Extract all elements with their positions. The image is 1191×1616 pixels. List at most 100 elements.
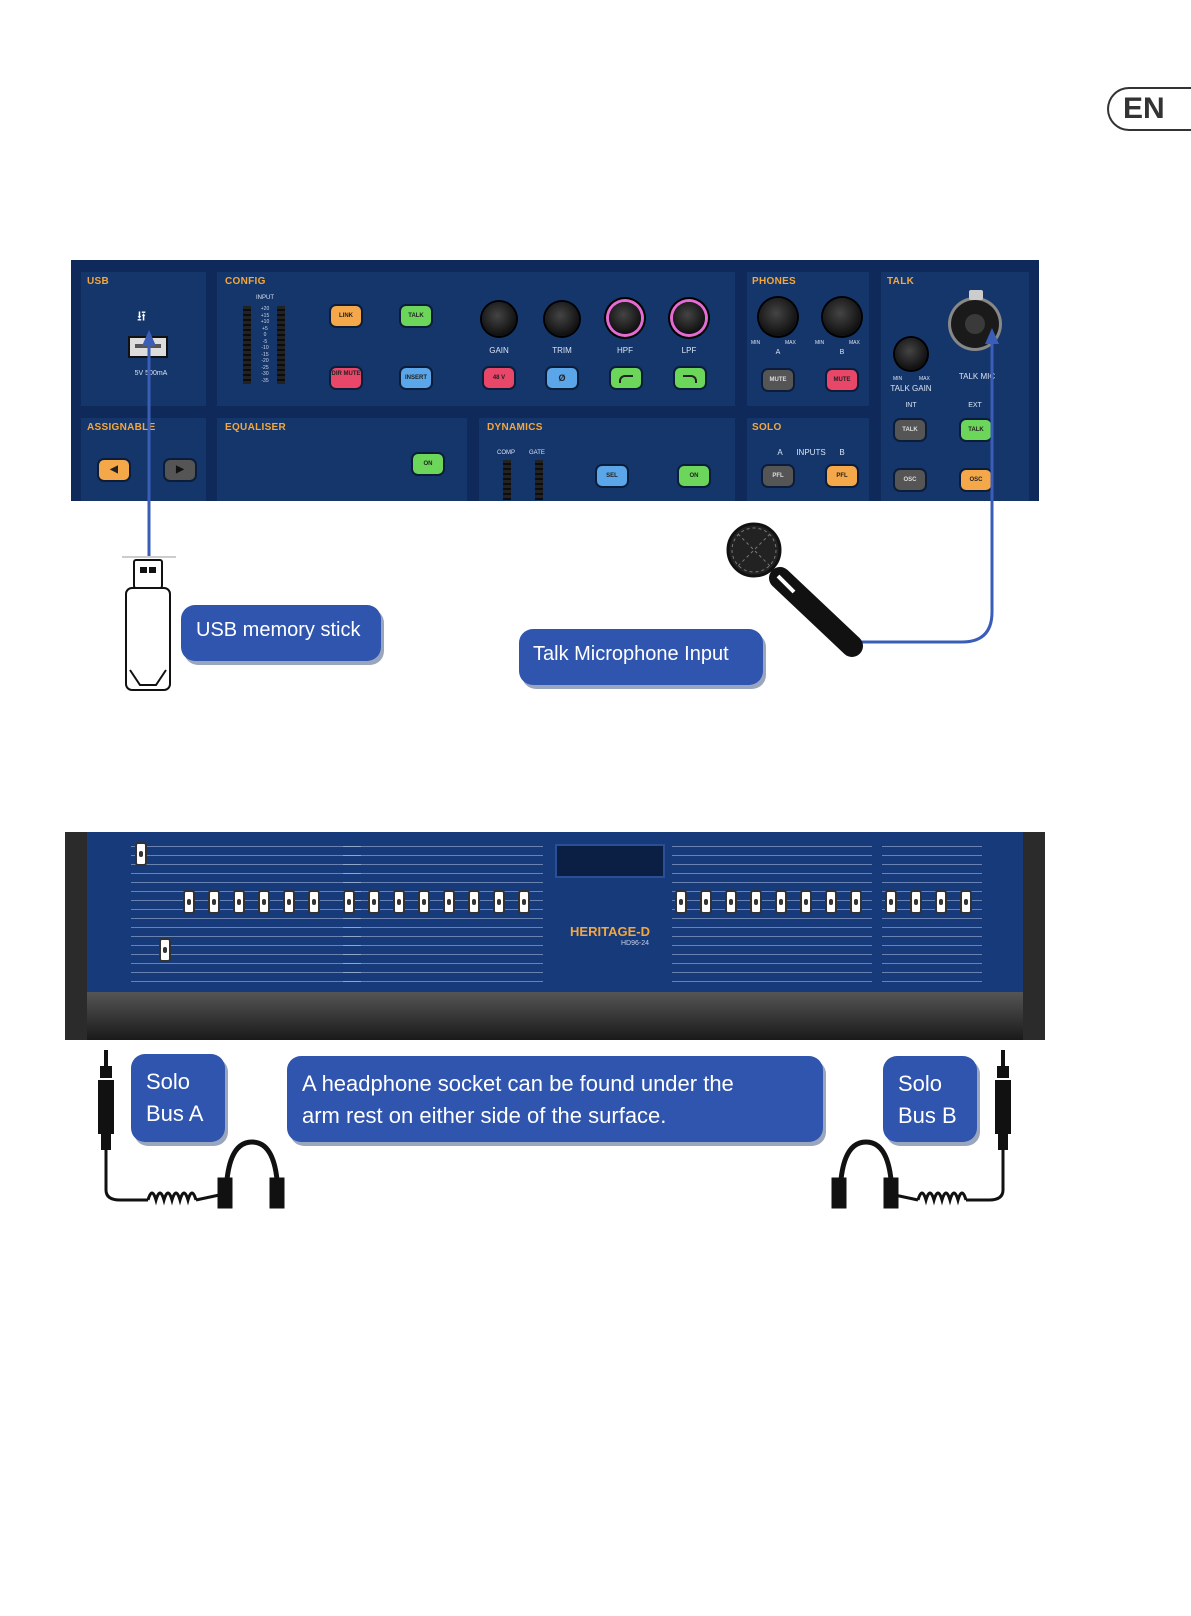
talk-gain-min: MIN (893, 376, 903, 382)
fader[interactable] (308, 890, 320, 914)
fader[interactable] (493, 890, 505, 914)
coiled-cable-right (916, 1191, 968, 1206)
phones-b-min: MIN (815, 340, 825, 346)
equaliser-title: EQUALISER (225, 422, 287, 433)
phones-b-mute-button[interactable]: MUTE (827, 370, 857, 390)
headphone-callout-line2: arm rest on either side of the surface. (302, 1103, 667, 1128)
talk-ext-label: EXT (968, 402, 982, 409)
solo-a-label: A (777, 448, 783, 457)
fader[interactable] (135, 842, 147, 866)
fader[interactable] (183, 890, 195, 914)
hpf-knob[interactable] (609, 302, 641, 334)
assignable-prev-button[interactable]: ◀ (99, 460, 129, 480)
talk-int-button[interactable]: TALK (895, 420, 925, 440)
input-meter-right (277, 306, 285, 384)
talk-ext-button[interactable]: TALK (961, 420, 991, 440)
phones-a-knob[interactable] (759, 298, 797, 336)
fader[interactable] (468, 890, 480, 914)
fader[interactable] (750, 890, 762, 914)
fader[interactable] (800, 890, 812, 914)
jack-plug-left-icon (98, 1050, 114, 1150)
gate-label: GATE (529, 450, 545, 456)
fader[interactable] (935, 890, 947, 914)
insert-button[interactable]: INSERT (401, 368, 431, 388)
solo-inputs-label: INPUTS (796, 448, 826, 457)
lpf-curve-icon (683, 375, 697, 383)
solo-a-pfl-button[interactable]: PFL (763, 466, 793, 486)
solo-bus-b-callout: Solo Bus B (883, 1056, 977, 1142)
fader[interactable] (675, 890, 687, 914)
gain-knob[interactable] (482, 302, 516, 336)
talk-gain-knob[interactable] (895, 338, 927, 370)
hpf-button[interactable] (611, 368, 641, 388)
fader[interactable] (159, 938, 171, 962)
headphones-right-icon (831, 1139, 899, 1209)
fader[interactable] (960, 890, 972, 914)
osc-ext-button[interactable]: OSC (961, 470, 991, 490)
fader[interactable] (418, 890, 430, 914)
fader[interactable] (850, 890, 862, 914)
solo-b-label: B (839, 448, 845, 457)
config-talk-button[interactable]: TALK (401, 306, 431, 326)
osc-int-button[interactable]: OSC (895, 470, 925, 490)
eq-on-button[interactable]: ON (413, 454, 443, 474)
talk-title: TALK (887, 276, 915, 287)
equaliser-section: EQUALISER ON (217, 418, 467, 501)
fader[interactable] (283, 890, 295, 914)
solo-bus-b-line1: Solo (898, 1071, 943, 1096)
config-title: CONFIG (225, 276, 266, 287)
gain-label: GAIN (489, 346, 509, 355)
fader[interactable] (910, 890, 922, 914)
phones-a-max: MAX (785, 340, 796, 346)
trim-knob[interactable] (545, 302, 579, 336)
hpf-label: HPF (617, 346, 633, 355)
fader[interactable] (393, 890, 405, 914)
fader[interactable] (258, 890, 270, 914)
48v-button[interactable]: 48 V (484, 368, 514, 388)
dir-mute-button[interactable]: DIR MUTE (331, 368, 361, 388)
fader[interactable] (368, 890, 380, 914)
comp-meter (503, 460, 511, 500)
solo-title: SOLO (752, 422, 782, 433)
dynamics-on-button[interactable]: ON (679, 466, 709, 486)
fader[interactable] (885, 890, 897, 914)
fader[interactable] (518, 890, 530, 914)
connection-diagram (122, 328, 999, 691)
link-button[interactable]: LINK (331, 306, 361, 326)
fader[interactable] (343, 890, 355, 914)
talk-gain-max: MAX (919, 376, 930, 382)
fader[interactable] (775, 890, 787, 914)
talk-mic-connection-line (840, 332, 994, 644)
lpf-label: LPF (681, 346, 697, 355)
solo-bus-a-callout: Solo Bus A (131, 1054, 225, 1142)
microphone-icon (726, 522, 863, 657)
console-brand: HERITAGE-D (570, 924, 650, 939)
fader[interactable] (825, 890, 837, 914)
lpf-knob[interactable] (673, 302, 705, 334)
usb-title: USB (87, 276, 110, 287)
console-surface: HERITAGE-D HD96-24 (87, 832, 1023, 992)
assignable-section: ASSIGNABLE ◀ ▶ (81, 418, 206, 501)
xlr-push-latch[interactable] (969, 290, 983, 300)
fader[interactable] (700, 890, 712, 914)
assignable-next-button[interactable]: ▶ (165, 460, 195, 480)
solo-b-pfl-button[interactable]: PFL (827, 466, 857, 486)
fader[interactable] (725, 890, 737, 914)
dynamics-sel-button[interactable]: SEL (597, 466, 627, 486)
phase-button[interactable]: Ø (547, 368, 577, 388)
talk-int-label: INT (905, 402, 917, 409)
phones-b-knob[interactable] (823, 298, 861, 336)
solo-section: SOLO A INPUTS B PFL PFL (747, 418, 869, 501)
phones-section: PHONES MIN MAX MIN MAX A B MUTE MUTE (747, 272, 869, 406)
usb-stick-icon (125, 559, 171, 691)
fader[interactable] (233, 890, 245, 914)
talk-mic-input-callout: Talk Microphone Input (519, 629, 763, 685)
fader[interactable] (443, 890, 455, 914)
talk-gain-label: TALK GAIN (890, 384, 932, 393)
assignable-title: ASSIGNABLE (87, 422, 156, 433)
fader[interactable] (208, 890, 220, 914)
phones-a-mute-button[interactable]: MUTE (763, 370, 793, 390)
lpf-button[interactable] (675, 368, 705, 388)
